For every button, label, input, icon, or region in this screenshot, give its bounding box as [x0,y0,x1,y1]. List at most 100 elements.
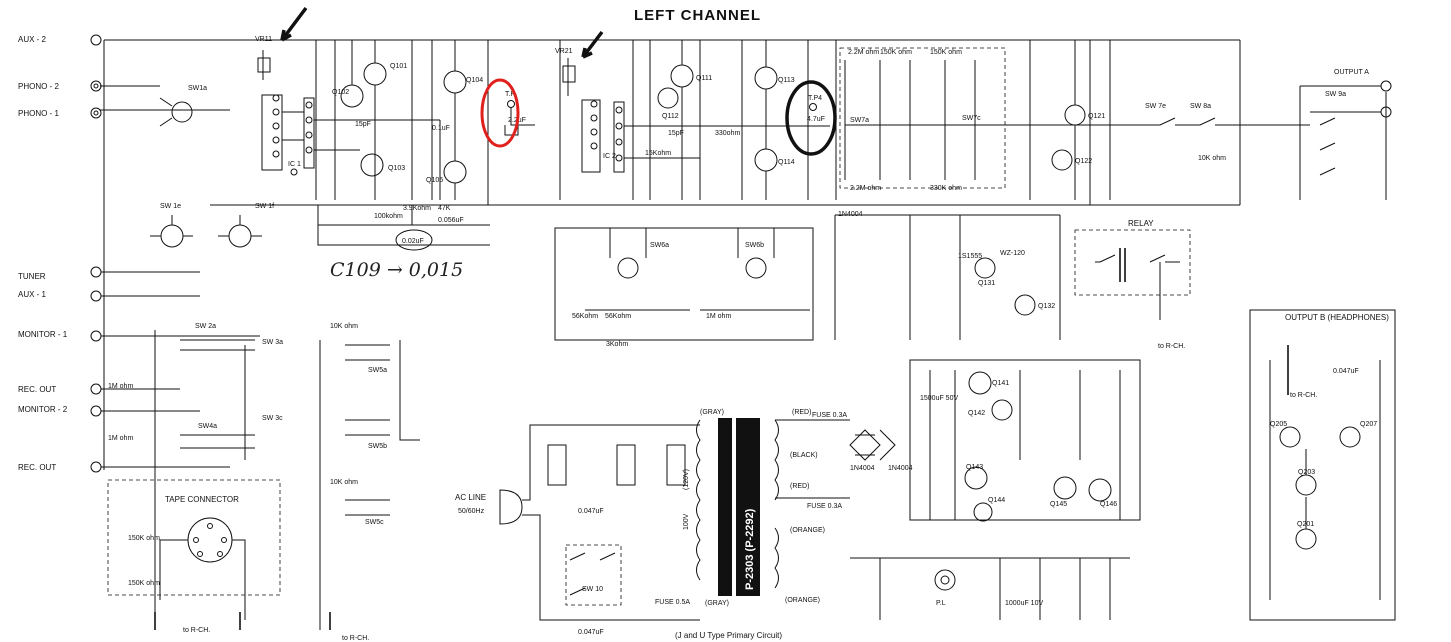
handwritten-note: C109 → 0,015 [330,259,463,281]
svg-text:SW5b: SW5b [368,443,387,450]
jack-phono1[interactable] [90,107,102,119]
svg-text:Q105: Q105 [426,177,443,184]
jack-aux1[interactable] [90,290,102,302]
svg-text:SW1a: SW1a [188,85,207,92]
arrow-vr11 [280,6,308,42]
svg-text:0.047uF: 0.047uF [1333,368,1359,375]
q102: Q102 [332,84,364,108]
svg-text:Q131: Q131 [978,280,995,287]
svg-text:2.2M ohm: 2.2M ohm [848,49,879,56]
sw8a: SW 8a [1190,103,1211,110]
c-0-1uf: 0.1uF [432,125,450,132]
tape-connector: TAPE CONNECTOR 150K ohm 150K ohm [107,479,281,620]
fuse-2: FUSE 0.3A [807,503,842,510]
q121: Q121 [1064,104,1105,126]
svg-text:IC 1: IC 1 [288,161,301,168]
label-monitor1: MONITOR - 1 [18,330,68,339]
svg-text:(120V): (120V) [683,469,690,490]
stage-dividers [559,40,1091,205]
jack-rec-out2[interactable] [90,461,102,473]
svg-text:P.L: P.L [936,600,946,607]
svg-text:to R-CH.: to R-CH. [1290,392,1317,399]
svg-text:Q113: Q113 [778,77,795,84]
svg-text:Q102: Q102 [332,89,349,96]
svg-text:SW 1e: SW 1e [160,203,181,210]
svg-text:SW 3c: SW 3c [262,415,283,422]
relay-block: RELAY to R-CH. [1074,219,1191,350]
svg-text:Q121: Q121 [1088,113,1105,120]
vr21 [562,58,576,96]
vr11-label: VR11 [255,36,272,43]
svg-text:Q114: Q114 [778,159,795,166]
svg-text:56Kohm: 56Kohm [572,313,598,320]
jack-output-a1[interactable] [1380,80,1392,92]
svg-text:330K ohm: 330K ohm [930,185,962,192]
svg-text:SW 9a: SW 9a [1325,91,1346,98]
svg-text:1000uF 10V: 1000uF 10V [1005,600,1043,607]
label-rec-out2: REC. OUT [18,463,56,472]
svg-text:10K ohm: 10K ohm [330,323,358,330]
test-point-tp: T.P 2.2uF [480,78,535,148]
sw7e: SW 7e [1145,103,1166,110]
svg-text:Q205: Q205 [1270,421,1287,428]
jack-aux2[interactable] [90,34,102,46]
svg-text:1S1555: 1S1555 [958,253,982,260]
svg-text:Q146: Q146 [1100,501,1117,508]
svg-text:4.7uF: 4.7uF [807,116,825,123]
label-aux1: AUX - 1 [18,290,47,299]
ac-plug [499,489,523,525]
output-b-headphones: OUTPUT B (HEADPHONES) to R-CH. Q205 Q207… [1249,309,1396,621]
jack-phono2[interactable] [90,80,102,92]
svg-text:SW5c: SW5c [365,519,384,526]
jack-monitor2[interactable] [90,405,102,417]
svg-text:15pF: 15pF [668,130,684,137]
svg-text:to R-CH.: to R-CH. [1158,343,1185,350]
output-a: OUTPUT A SW 9a [1299,69,1392,200]
svg-text:15Kohm: 15Kohm [645,150,671,157]
svg-text:Q203: Q203 [1298,469,1315,476]
power-transformer: P-2303 (P-2292) (GRAY) (RED) (BLACK) (RE… [683,409,850,607]
svg-text:1M ohm: 1M ohm [108,383,133,390]
svg-text:(BLACK): (BLACK) [790,452,818,459]
fuse-1: FUSE 0.3A [812,412,847,419]
svg-text:3Kohm: 3Kohm [606,341,628,348]
to-rch-label-1: to R-CH. [183,627,210,634]
svg-text:SW6a: SW6a [650,242,669,249]
svg-text:10K ohm: 10K ohm [1198,155,1226,162]
svg-text:(GRAY): (GRAY) [705,600,729,607]
svg-text:AC LINE: AC LINE [455,493,486,502]
ac-primary: AC LINE 50/60Hz SW 10 0.047uF 0.047uF FU… [455,424,700,636]
svg-text:Q111: Q111 [696,75,712,82]
svg-text:(ORANGE): (ORANGE) [785,597,820,604]
footer-caption: (J and U Type Primary Circuit) [675,631,782,640]
protection-transistors: Q131 Q132 1N4004 1S1555 WZ-120 [834,211,1061,340]
svg-text:1N4004: 1N4004 [888,465,913,472]
svg-text:56Kohm: 56Kohm [605,313,631,320]
red-highlight-circle [480,78,520,148]
ic2-block: IC 2 [581,99,625,173]
q114: Q114 [754,148,795,172]
pilot-lamp: P.L [934,569,956,607]
ic1-block: IC 1 [261,94,315,176]
svg-text:Q112: Q112 [662,113,679,120]
to-rch-arrows [154,612,331,630]
svg-text:SW5a: SW5a [368,367,387,374]
label-phono2: PHONO - 2 [18,82,59,91]
jack-monitor1[interactable] [90,330,102,342]
svg-text:IC 2: IC 2 [603,153,616,160]
svg-text:100V: 100V [683,513,690,530]
svg-text:0.02uF: 0.02uF [402,238,424,245]
svg-text:10K ohm: 10K ohm [330,479,358,486]
svg-text:Q122: Q122 [1075,158,1092,165]
svg-text:47K: 47K [438,205,451,212]
svg-text:Q103: Q103 [388,165,405,172]
jack-rec-out1[interactable] [90,383,102,395]
jack-tuner[interactable] [90,266,102,278]
test-point-tp4: T.P4 4.7uF [785,80,837,156]
svg-text:(RED): (RED) [792,409,811,416]
svg-text:T.P: T.P [505,91,515,98]
svg-text:Q142: Q142 [968,410,985,417]
svg-text:150K ohm: 150K ohm [128,535,160,542]
q104: Q104 [443,70,483,94]
svg-text:0.047uF: 0.047uF [578,629,604,636]
